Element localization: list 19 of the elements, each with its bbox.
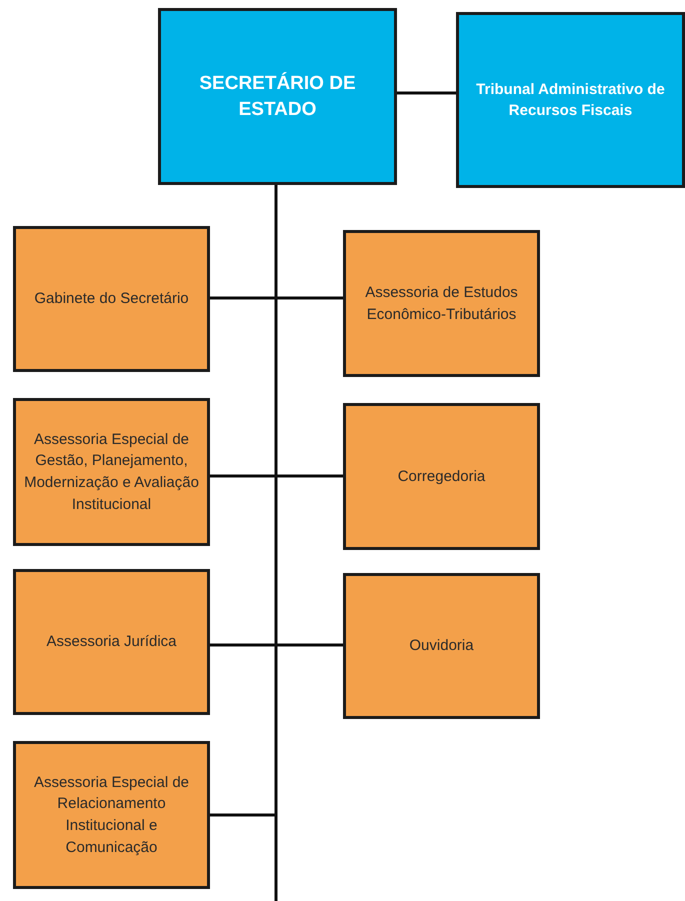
process-box xyxy=(158,8,397,185)
box-label: Assessoria Especial de Gestão, Planejamento, Modernização e Avaliação Institucional xyxy=(24,430,199,515)
box-label: SECRETÁRIO DE ESTADO xyxy=(198,71,357,122)
process-box xyxy=(13,569,210,715)
box-label: Assessoria Especial de Relacionamento Institucional e Comunicação xyxy=(32,772,190,858)
box-label: Ouvidoria xyxy=(409,636,474,656)
process-box xyxy=(13,398,210,546)
box-label: Assessoria de Estudos Econômico-Tributários xyxy=(364,282,519,324)
box-label: Corregedoria xyxy=(398,466,486,487)
box-label: Gabinete do Secretário xyxy=(34,289,189,310)
process-box xyxy=(343,230,540,377)
process-box xyxy=(13,226,210,372)
box-label: Assessoria Jurídica xyxy=(46,632,177,652)
connector-line xyxy=(397,92,456,94)
process-box xyxy=(343,403,540,550)
box-label: Tribunal Administrativo de Recursos Fiscais xyxy=(475,80,666,121)
process-box xyxy=(13,741,210,889)
process-box xyxy=(456,12,685,188)
process-box xyxy=(343,573,540,719)
